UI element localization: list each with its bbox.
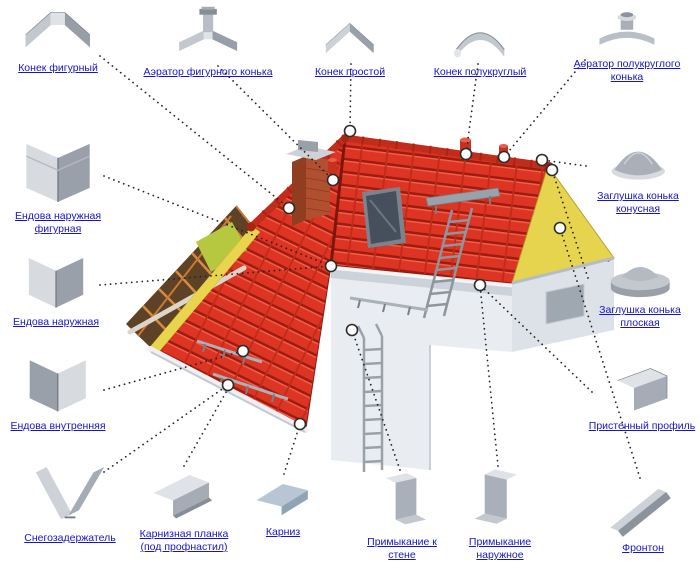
outer-valley-label[interactable]: Ендова наружная — [12, 316, 100, 328]
semicircular-ridge-label[interactable]: Конек полукруглый — [433, 66, 527, 78]
semicircular-ridge-aerator-icon — [560, 6, 694, 56]
conical-ridge-cap-icon — [582, 132, 694, 188]
component-item-wall-abutment: Примыкание к стене — [352, 470, 452, 562]
eaves-label[interactable]: Карниз — [265, 526, 301, 538]
component-item-figured-ridge: Конек фигурный — [6, 4, 110, 75]
roof-cutaway-rafters — [126, 205, 261, 354]
snow-guard-label[interactable]: Снегозадержатель — [24, 532, 116, 544]
component-item-outer-valley: Ендова наружная — [6, 250, 106, 329]
outer-figured-valley-icon — [8, 136, 108, 208]
component-item-semicircular-ridge-aerator: Аэратор полукруглого конька — [560, 6, 694, 84]
flat-ridge-cap-icon — [584, 246, 696, 302]
wall-abutment-icon — [352, 470, 452, 534]
snow-guard-icon — [12, 458, 128, 530]
wall-profile-label[interactable]: Пристенный профиль — [588, 420, 696, 432]
wall-abutment-label[interactable]: Примыкание к стене — [367, 536, 437, 562]
chimney — [286, 140, 336, 226]
flat-ridge-cap-label[interactable]: Заглушка конька плоская — [599, 304, 681, 330]
callout-lines — [99, 55, 641, 479]
component-item-conical-ridge-cap: Заглушка конька конусная — [582, 132, 694, 216]
eaves-icon — [240, 474, 326, 524]
inner-valley-label[interactable]: Ендова внутренняя — [10, 420, 106, 432]
component-item-eaves-strip: Карнизная планка (под профнастил) — [130, 466, 238, 554]
conical-ridge-cap-label[interactable]: Заглушка конька конусная — [597, 190, 679, 216]
semicircular-ridge-icon — [424, 16, 536, 64]
component-item-inner-valley: Ендова внутренняя — [6, 352, 110, 433]
semicircular-ridge-aerator-label[interactable]: Аэратор полукруглого конька — [573, 58, 681, 84]
component-item-semicircular-ridge: Конек полукруглый — [424, 16, 536, 79]
eaves-strip-icon — [130, 466, 238, 526]
wall-profile-icon — [588, 358, 696, 418]
component-item-snow-guard: Снегозадержатель — [12, 458, 128, 545]
figured-ridge-icon — [6, 4, 110, 60]
callout-markers — [221, 124, 567, 431]
wall-ladder — [356, 323, 384, 472]
component-item-simple-ridge: Конек простой — [298, 16, 402, 79]
gable-icon — [592, 478, 694, 540]
component-item-outer-abutment: Примыкание наружное — [450, 466, 550, 562]
figured-ridge-label[interactable]: Конек фигурный — [18, 62, 98, 74]
gable-label[interactable]: Фронтон — [622, 542, 664, 554]
outer-abutment-label[interactable]: Примыкание наружное — [468, 536, 532, 562]
outer-figured-valley-label[interactable]: Ендова наружная фигурная — [14, 210, 102, 236]
component-item-figured-ridge-aerator: Аэратор фигурного конька — [134, 6, 282, 79]
eaves-strip-label[interactable]: Карнизная планка (под профнастил) — [139, 528, 229, 554]
skylight-window — [362, 187, 406, 248]
inner-valley-icon — [6, 352, 110, 418]
outer-valley-icon — [6, 250, 106, 314]
component-item-eaves: Карниз — [240, 474, 326, 539]
roof-walkway — [425, 187, 501, 214]
component-item-gable: Фронтон — [592, 478, 694, 555]
component-item-flat-ridge-cap: Заглушка конька плоская — [584, 246, 696, 330]
component-item-outer-figured-valley: Ендова наружная фигурная — [8, 136, 108, 236]
simple-ridge-label[interactable]: Конек простой — [314, 66, 386, 78]
component-item-wall-profile: Пристенный профиль — [588, 358, 696, 433]
roof-ladder — [422, 207, 474, 319]
figured-ridge-aerator-icon — [134, 6, 282, 64]
figured-ridge-aerator-label[interactable]: Аэратор фигурного конька — [143, 66, 273, 78]
snow-guards — [196, 296, 429, 403]
simple-ridge-icon — [298, 16, 402, 64]
outer-abutment-icon — [450, 466, 550, 534]
